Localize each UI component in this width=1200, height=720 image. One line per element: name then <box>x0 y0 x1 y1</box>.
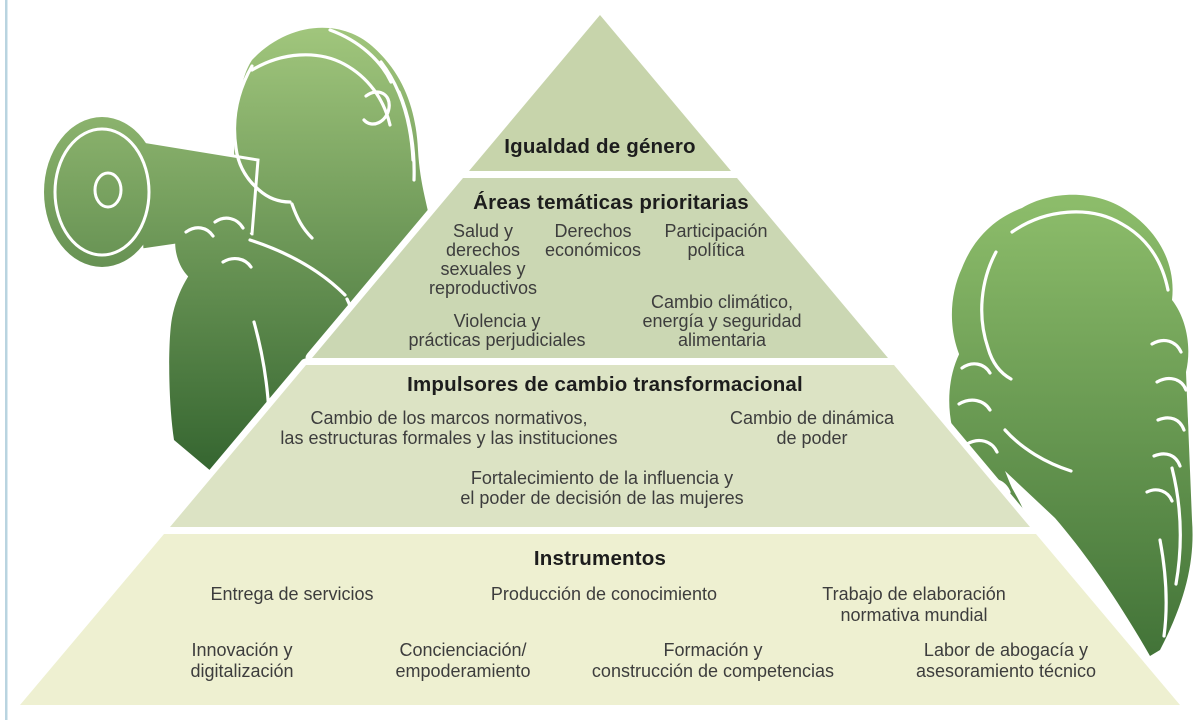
tier-areas <box>312 178 888 358</box>
woman-forearm <box>208 230 357 336</box>
area-item-violencia: Violencia y prácticas perjudiciales <box>408 311 586 350</box>
instrument-item-produccion: Producción de conocimiento <box>490 584 718 604</box>
tier-drivers <box>170 365 1030 527</box>
tier-top-title: Igualdad de género <box>504 135 696 158</box>
driver-item-marcos-normativos: Cambio de los marcos normativos, las est… <box>280 408 618 448</box>
tier-instruments <box>20 534 1180 705</box>
driver-item-fortalecimiento: Fortalecimiento de la influencia y el po… <box>460 468 744 508</box>
area-item-derechos-economicos: Derechos económicos <box>544 221 642 260</box>
area-item-cambio-climatico: Cambio climático, energía y seguridad al… <box>642 292 802 350</box>
figure-woman-megaphone <box>44 27 434 479</box>
girl-right-braid <box>1143 336 1189 525</box>
area-item-participacion: Participación política <box>664 221 768 260</box>
instrument-item-abogacia: Labor de abogacía y asesoramiento técnic… <box>915 640 1097 681</box>
page-edge-line <box>5 0 8 720</box>
driver-item-dinamica-poder: Cambio de dinámica de poder <box>729 408 895 448</box>
tier-drivers-header: Impulsores de cambio transformacional <box>407 373 803 396</box>
instrument-item-concienciacion: Concienciación/ empoderamiento <box>395 640 531 681</box>
pyramid-tiers <box>13 8 1187 712</box>
tier-top <box>469 15 731 171</box>
girl-silhouette <box>951 194 1193 657</box>
instrument-item-trabajo-normativo: Trabajo de elaboración normativa mundial <box>822 584 1006 625</box>
instrument-item-entrega: Entrega de servicios <box>210 584 374 604</box>
area-item-salud: Salud y derechos sexuales y reproductivo… <box>428 221 538 298</box>
girl-outline-details <box>957 210 1188 638</box>
tier-instruments-header: Instrumentos <box>533 547 667 570</box>
instrument-item-innovacion: Innovación y digitalización <box>190 640 294 681</box>
figure-girl-braids <box>949 194 1193 657</box>
instrument-item-formacion: Formación y construcción de competencias <box>591 640 835 681</box>
tier-areas-header: Áreas temáticas prioritarias <box>473 191 749 214</box>
